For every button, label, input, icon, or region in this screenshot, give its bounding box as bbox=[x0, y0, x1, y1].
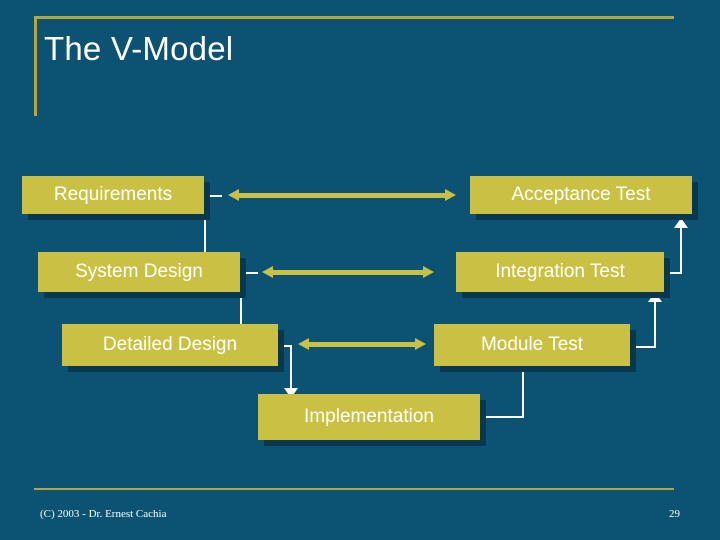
arrow-head-right-icon bbox=[445, 189, 456, 201]
connector-module-test-right bbox=[630, 346, 656, 348]
diagram-box-requirements: Requirements bbox=[22, 176, 204, 214]
footer-rule bbox=[34, 488, 674, 490]
arrow-shaft bbox=[238, 193, 446, 198]
diagram-box-implementation: Implementation bbox=[258, 394, 480, 440]
footer-copyright: (C) 2003 - Dr. Ernest Cachia bbox=[40, 508, 167, 520]
diagram-box-integration-test: Integration Test bbox=[456, 252, 664, 292]
connector-requirements-elbow bbox=[204, 195, 222, 197]
page-title: The V-Model bbox=[44, 30, 234, 67]
verification-arrow-requirements-acceptance bbox=[228, 189, 456, 201]
connector-module-test-up bbox=[654, 300, 656, 346]
diagram-box-system-design: System Design bbox=[38, 252, 240, 292]
arrow-shaft bbox=[308, 342, 416, 347]
connector-integration-test-right bbox=[664, 272, 682, 274]
diagram-box-detailed-design: Detailed Design bbox=[62, 324, 278, 366]
arrow-head-left-icon bbox=[228, 189, 239, 201]
verification-arrow-system-integration bbox=[262, 266, 434, 278]
title-top-rule bbox=[34, 16, 674, 19]
verification-arrow-detailed-module bbox=[298, 338, 426, 350]
connector-implementation-up bbox=[522, 370, 524, 418]
title-left-rule bbox=[34, 16, 37, 116]
arrow-head-left-icon bbox=[262, 266, 273, 278]
diagram-box-acceptance-test: Acceptance Test bbox=[470, 176, 692, 214]
connector-requirements-down bbox=[204, 195, 206, 263]
connector-system-design-elbow bbox=[240, 272, 258, 274]
connector-acceptance-test-arrowhead bbox=[674, 218, 688, 228]
arrow-head-left-icon bbox=[298, 338, 309, 350]
footer-page-number: 29 bbox=[669, 508, 680, 520]
connector-detailed-design-down bbox=[290, 345, 292, 391]
connector-implementation-right bbox=[480, 416, 524, 418]
arrow-head-right-icon bbox=[423, 266, 434, 278]
connector-detailed-design-elbow bbox=[278, 345, 292, 347]
connector-implementation-arrowhead bbox=[284, 388, 298, 398]
arrow-shaft bbox=[272, 270, 424, 275]
diagram-box-module-test: Module Test bbox=[434, 324, 630, 366]
connector-integration-test-up bbox=[680, 226, 682, 272]
connector-system-design-down bbox=[240, 272, 242, 340]
arrow-head-right-icon bbox=[415, 338, 426, 350]
